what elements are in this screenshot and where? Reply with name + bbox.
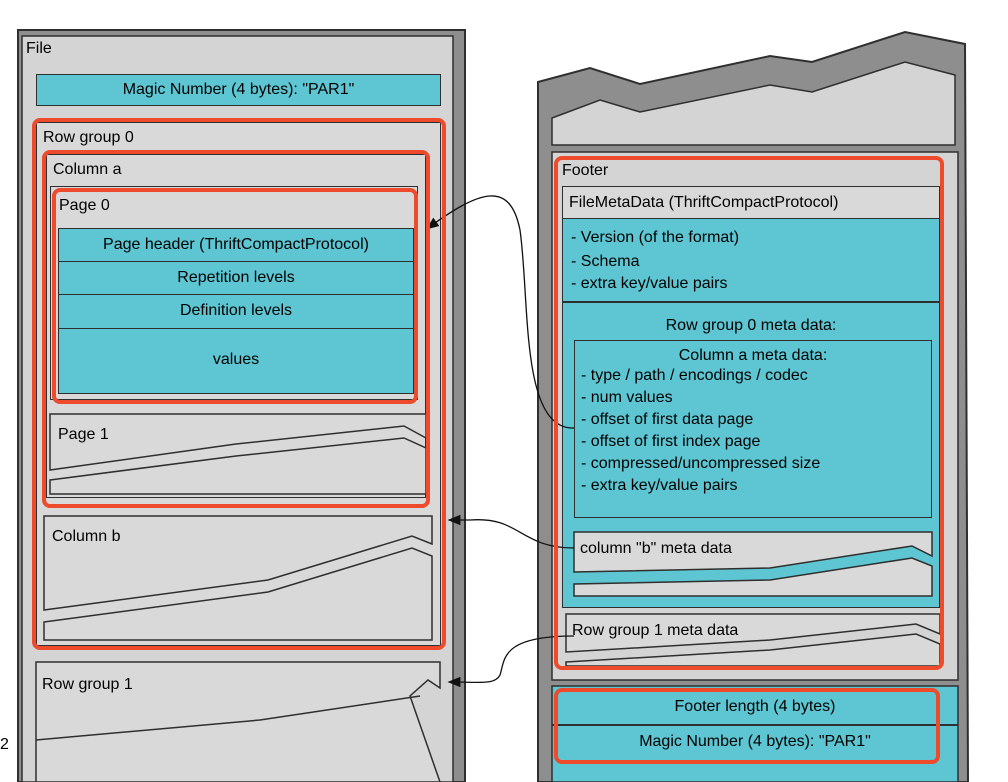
- arrow-row-group-1: [447, 635, 575, 688]
- column-a-meta-title: Column a meta data:: [678, 347, 828, 364]
- metadata-schema: - Schema: [571, 253, 640, 270]
- column-a-meta-item: - offset of first data page: [581, 411, 754, 428]
- repetition-levels-section: Repetition levels: [58, 261, 414, 295]
- definition-levels-text: Definition levels: [179, 302, 293, 319]
- values-text: values: [212, 351, 260, 368]
- footer-length-text: Footer length (4 bytes): [674, 698, 836, 715]
- column-a-meta-item: - type / path / encodings / codec: [581, 367, 808, 384]
- definition-levels-section: Definition levels: [58, 294, 414, 329]
- file-label: File: [26, 40, 52, 57]
- column-a-meta-item: - extra key/value pairs: [581, 477, 738, 494]
- column-a-meta-item: - compressed/uncompressed size: [581, 455, 821, 472]
- page-header-text: Page header (ThriftCompactProtocol): [103, 236, 369, 253]
- arrow-column-a: [425, 195, 575, 429]
- highlight-footer: [554, 156, 944, 670]
- column-a-meta-item: - num values: [581, 389, 673, 406]
- row-group-0-label: Row group 0: [43, 129, 134, 146]
- footer-divider: [552, 724, 958, 726]
- row-group-1-meta-label: Row group 1 meta data: [572, 622, 739, 639]
- page-header-section: Page header (ThriftCompactProtocol): [58, 228, 414, 262]
- column-a-label: Column a: [53, 161, 122, 178]
- column-b-meta-label: column "b" meta data: [580, 540, 732, 557]
- highlight-footer-tail: [554, 688, 940, 764]
- column-b-label: Column b: [52, 528, 121, 545]
- row-group-1-label: Row group 1: [42, 676, 133, 693]
- values-section: values: [58, 328, 414, 394]
- magic-number-footer-text: Magic Number (4 bytes): "PAR1": [639, 733, 871, 750]
- column-a-meta: Column a meta data: - type / path / enco…: [574, 340, 932, 518]
- highlight-row-group-0: [32, 118, 446, 650]
- page-1-label: Page 1: [58, 426, 109, 443]
- metadata-version: - Version (of the format): [571, 229, 740, 246]
- file-metadata-items: - Version (of the format) - Schema - ext…: [562, 218, 940, 302]
- repetition-levels-text: Repetition levels: [177, 269, 295, 286]
- highlight-page-0: [52, 188, 418, 404]
- footer-label: Footer: [562, 162, 609, 179]
- highlight-column-a: [42, 150, 430, 508]
- row-group-0-meta-label: Row group 0 meta data:: [665, 317, 837, 334]
- page-0-label: Page 0: [59, 197, 110, 214]
- magic-number-header-text: Magic Number (4 bytes): "PAR1": [122, 81, 355, 98]
- file-metadata-header: FileMetaData (ThriftCompactProtocol): [562, 186, 940, 218]
- metadata-extra-pairs: - extra key/value pairs: [571, 275, 728, 292]
- slide-number: 2: [0, 736, 9, 753]
- magic-number-header: Magic Number (4 bytes): "PAR1": [36, 74, 441, 106]
- file-metadata-label: FileMetaData (ThriftCompactProtocol): [569, 194, 839, 211]
- column-a-meta-item: - offset of first index page: [581, 433, 761, 450]
